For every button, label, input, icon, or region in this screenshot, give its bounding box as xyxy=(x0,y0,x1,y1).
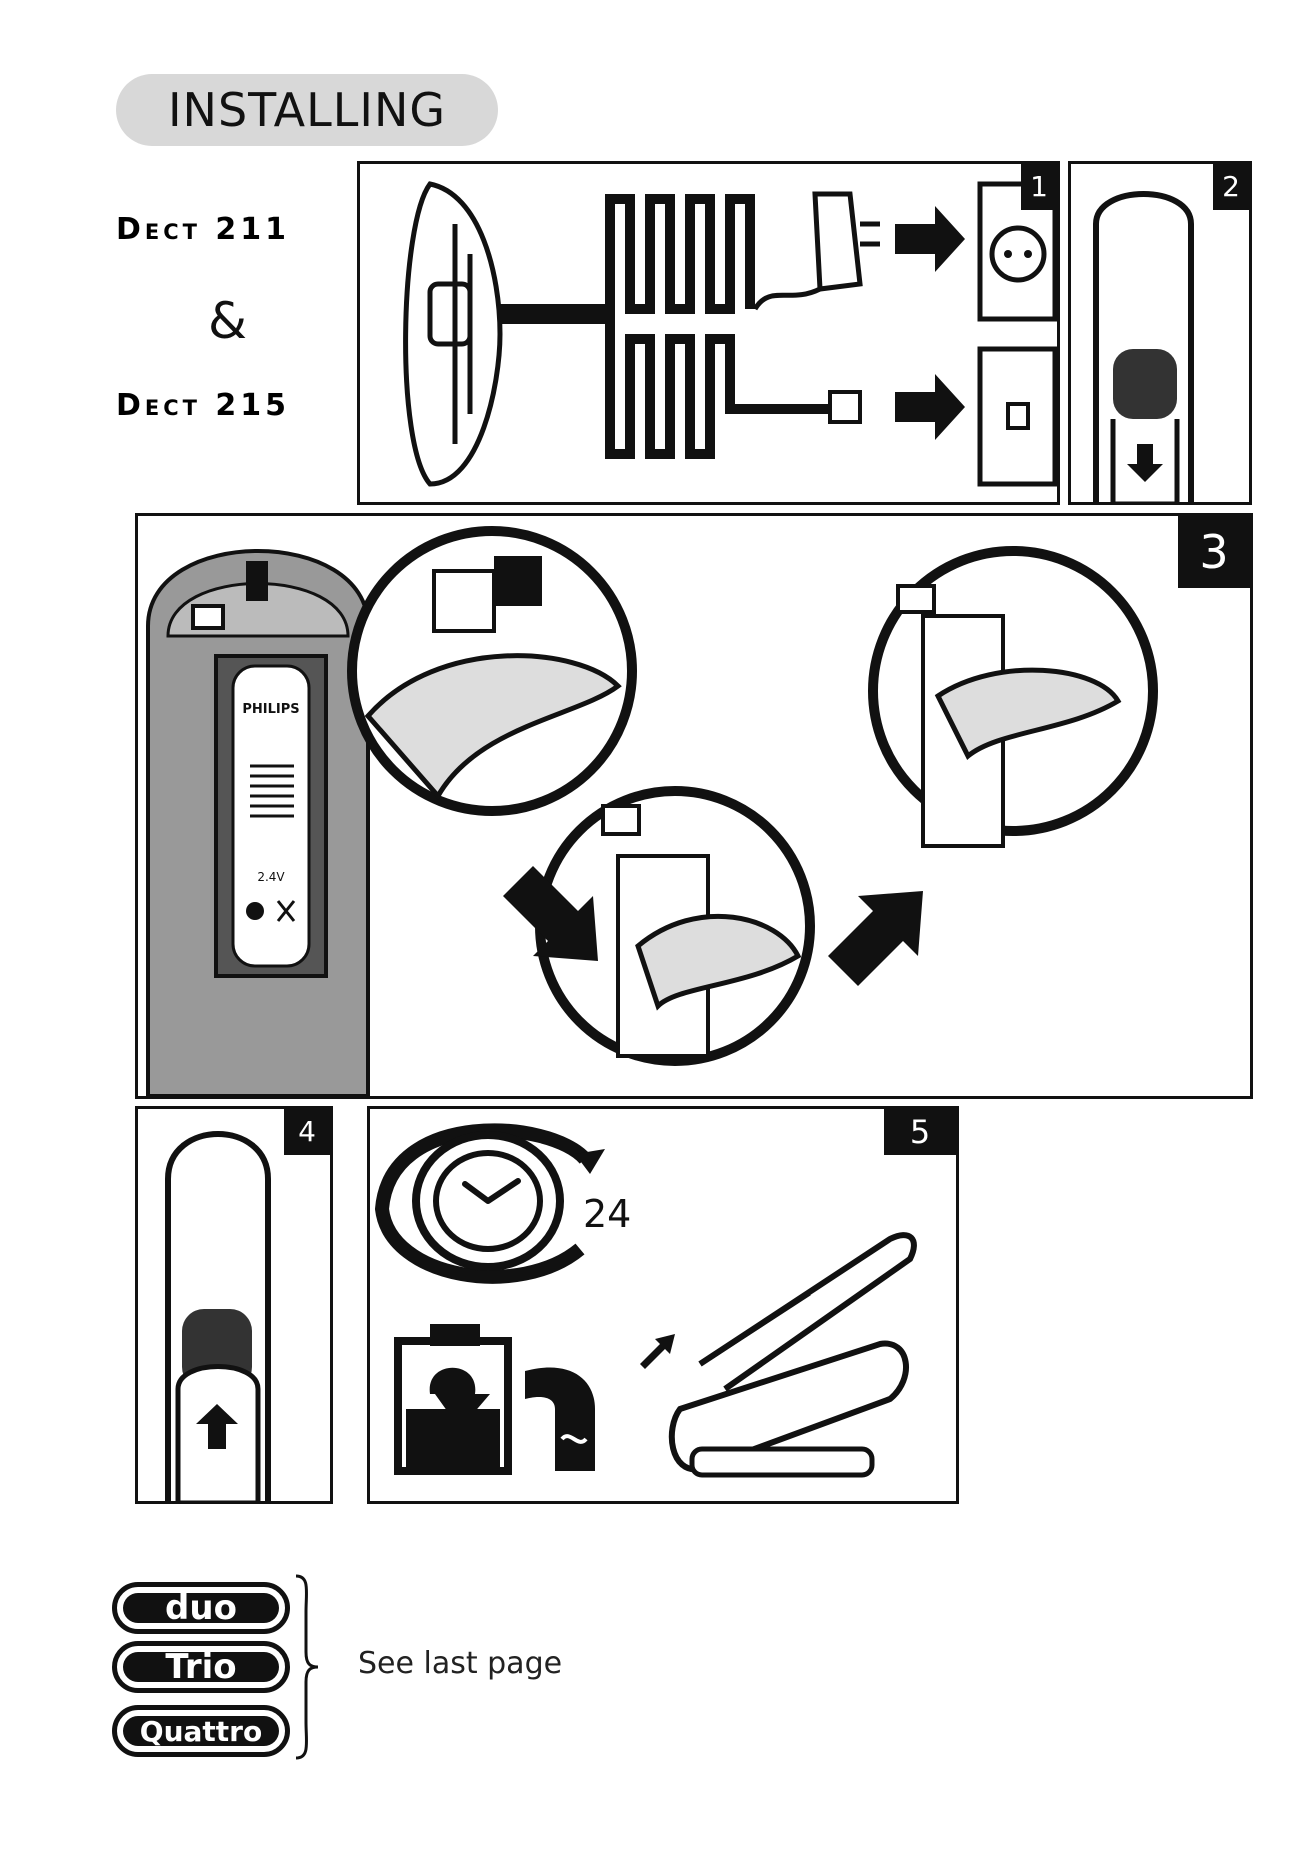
badge-quattro-label: Quattro xyxy=(123,1716,279,1746)
badge-duo: duo xyxy=(112,1582,290,1634)
cord-coil-bottom xyxy=(500,319,830,454)
phone-line-socket-icon xyxy=(980,349,1055,484)
panel-step-3: PHILIPS 2.4V 3 xyxy=(135,513,1253,1099)
clock-icon xyxy=(382,1130,605,1276)
phone-plug-icon xyxy=(830,392,860,422)
panel-step-1: 1 xyxy=(357,161,1060,505)
base-station-wiring-illustration xyxy=(360,164,1060,504)
battery-voltage-label: 2.4V xyxy=(257,870,285,884)
panel-step-2: 2 xyxy=(1068,161,1252,505)
charge-hours-label: 24 xyxy=(583,1192,631,1236)
handset-close-illustration xyxy=(138,1109,332,1503)
arrow-icon xyxy=(895,206,965,272)
cord-coil-top xyxy=(500,199,750,309)
battery-charging-icon xyxy=(398,1324,595,1471)
arrow-icon xyxy=(828,891,923,986)
model-name-second: Dect 215 xyxy=(116,388,290,423)
badge-trio-label: Trio xyxy=(123,1652,279,1682)
step-number-3: 3 xyxy=(1178,516,1250,588)
detail-circle-press xyxy=(873,551,1153,846)
base-station-icon xyxy=(406,184,500,484)
step-number-5: 5 xyxy=(884,1109,956,1155)
charging-illustration: 24 xyxy=(370,1109,958,1503)
page-title: INSTALLING xyxy=(116,74,498,146)
battery-brand-label: PHILIPS xyxy=(242,702,299,717)
detail-circle-connect xyxy=(352,531,632,811)
battery-install-illustration: PHILIPS 2.4V xyxy=(138,516,1250,1096)
step-number-1: 1 xyxy=(1021,164,1057,210)
power-adapter-icon xyxy=(755,194,880,309)
step-number-2: 2 xyxy=(1213,164,1249,210)
badge-duo-label: duo xyxy=(123,1593,279,1623)
panel-step-5: 24 5 xyxy=(367,1106,959,1504)
battery-compartment-icon xyxy=(1113,349,1177,419)
step-number-4: 4 xyxy=(284,1109,330,1155)
badge-quattro: Quattro xyxy=(112,1705,290,1757)
arrow-icon xyxy=(895,374,965,440)
handset-open-illustration xyxy=(1071,164,1251,504)
model-connector: & xyxy=(208,292,247,350)
panel-step-4: 4 xyxy=(135,1106,333,1504)
charging-cradle-icon xyxy=(672,1235,914,1475)
model-name-first: Dect 211 xyxy=(116,212,290,247)
arrow-icon xyxy=(640,1334,675,1369)
brace-icon xyxy=(292,1572,322,1762)
see-last-page-note: See last page xyxy=(358,1646,562,1681)
badge-trio: Trio xyxy=(112,1641,290,1693)
